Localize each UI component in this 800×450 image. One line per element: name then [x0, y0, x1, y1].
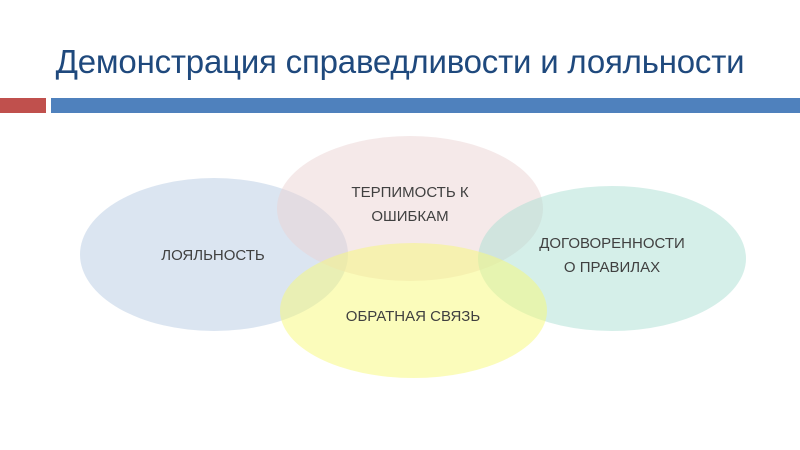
label-tolerance: ТЕРПИМОСТЬ К ОШИБКАМ [351, 181, 468, 229]
slide-title: Демонстрация справедливости и лояльности [55, 43, 745, 80]
label-agreements-line-1: ДОГОВОРЕННОСТИ [539, 235, 685, 252]
label-tolerance-line-1: ТЕРПИМОСТЬ К [351, 184, 469, 201]
label-loyalty: ЛОЯЛЬНОСТЬ [161, 244, 265, 268]
label-agreements: ДОГОВОРЕННОСТИ О ПРАВИЛАХ [539, 232, 685, 280]
label-feedback: ОБРАТНАЯ СВЯЗЬ [346, 305, 480, 329]
ellipse-feedback [280, 243, 547, 378]
accent-bar-red [0, 98, 46, 113]
accent-bar-blue [51, 98, 800, 113]
label-tolerance-line-2: ОШИБКАМ [371, 208, 449, 225]
label-feedback-line-1: ОБРАТНАЯ СВЯЗЬ [345, 308, 481, 325]
label-agreements-line-2: О ПРАВИЛАХ [563, 259, 661, 276]
label-loyalty-line-1: ЛОЯЛЬНОСТЬ [161, 247, 265, 264]
